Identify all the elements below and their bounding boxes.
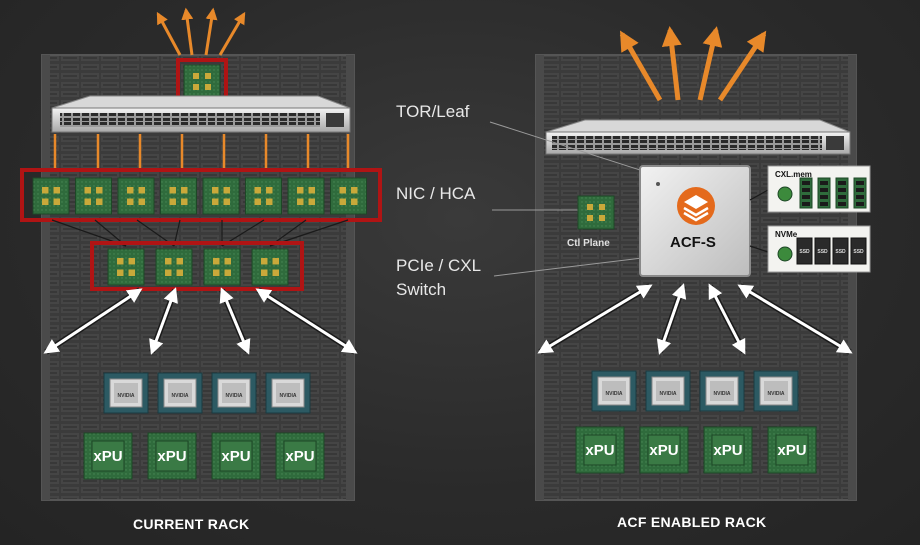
nic-hca-label: NIC / HCA <box>396 184 476 203</box>
right-uplink-arrows <box>619 26 767 102</box>
nic-chip <box>202 177 240 215</box>
nic-chip <box>287 177 325 215</box>
left-nic-links <box>53 134 350 172</box>
svg-text:xPU: xPU <box>93 448 122 465</box>
xpu-chip: xPU <box>147 432 197 480</box>
label-pointer-lines <box>489 121 643 277</box>
right-gpu-row: NVIDIA NVIDIA NVIDIA NVIDIA <box>591 370 799 412</box>
gpu-chip: NVIDIA <box>157 372 203 414</box>
svg-text:NVIDIA: NVIDIA <box>226 393 243 399</box>
pcie-row-highlight <box>90 241 304 291</box>
pcie-switch-chip <box>203 248 241 286</box>
gpu-chip: NVIDIA <box>753 370 799 412</box>
ssd-drive: SSD <box>814 237 831 265</box>
left-tor-switch <box>51 95 351 133</box>
left-xpu-row: xPU xPU xPU xPU <box>83 432 325 480</box>
acf-s-label: ACF-S <box>670 234 716 251</box>
svg-text:xPU: xPU <box>777 442 806 459</box>
nic-chip <box>245 177 282 215</box>
current-rack-caption: CURRENT RACK <box>133 516 250 532</box>
cxl-mem-card <box>767 165 871 213</box>
pcie-chip-row <box>107 248 289 286</box>
svg-text:SSD: SSD <box>799 249 810 255</box>
pcie-switch-chip <box>107 248 145 286</box>
svg-text:xPU: xPU <box>649 442 678 459</box>
svg-text:xPU: xPU <box>285 448 314 465</box>
right-down-arrows <box>537 283 853 355</box>
right-xpu-row: xPU xPU xPU xPU <box>575 426 817 474</box>
svg-text:NVIDIA: NVIDIA <box>280 393 297 399</box>
acf-s-chip <box>639 165 751 277</box>
gpu-chip: NVIDIA <box>645 370 691 412</box>
pcie-cxl-label-line2: Switch <box>396 280 447 299</box>
left-gpu-row: NVIDIA NVIDIA NVIDIA NVIDIA <box>103 372 311 414</box>
dimm-module <box>799 177 813 209</box>
svg-text:NVIDIA: NVIDIA <box>714 391 731 397</box>
acf-rack-caption: ACF ENABLED RACK <box>617 514 767 530</box>
nic-row-highlight <box>20 168 382 222</box>
svg-text:SSD: SSD <box>853 249 864 255</box>
ssd-drive: SSD <box>796 237 813 265</box>
gpu-chip: NVIDIA <box>103 372 149 414</box>
svg-text:xPU: xPU <box>221 448 250 465</box>
gpu-chip: NVIDIA <box>211 372 257 414</box>
gpu-chip: NVIDIA <box>265 372 311 414</box>
left-down-arrows <box>43 287 358 355</box>
svg-text:xPU: xPU <box>585 442 614 459</box>
cxl-mem-label: CXL.mem <box>775 170 812 179</box>
svg-text:SSD: SSD <box>817 249 828 255</box>
dimm-module <box>817 177 831 209</box>
ssd-drive: SSD <box>850 237 867 265</box>
nic-chip <box>160 177 197 215</box>
dimm-module <box>835 177 849 209</box>
nvme-card: SSD SSD SSD SSD <box>767 225 871 273</box>
svg-text:SSD: SSD <box>835 249 846 255</box>
nic-chip <box>32 177 70 215</box>
xpu-chip: xPU <box>275 432 325 480</box>
xpu-chip: xPU <box>575 426 625 474</box>
left-uplink-arrows <box>156 7 246 56</box>
gpu-chip: NVIDIA <box>591 370 637 412</box>
pcie-switch-chip <box>251 248 289 286</box>
svg-text:xPU: xPU <box>713 442 742 459</box>
pcie-switch-chip <box>155 248 193 286</box>
xpu-chip: xPU <box>83 432 133 480</box>
svg-text:NVIDIA: NVIDIA <box>768 391 785 397</box>
ctl-plane-label: Ctl Plane <box>567 238 610 249</box>
xpu-chip: xPU <box>211 432 261 480</box>
ctl-plane-chip <box>577 195 615 230</box>
tor-chip <box>183 64 221 99</box>
svg-text:xPU: xPU <box>157 448 186 465</box>
gpu-chip: NVIDIA <box>699 370 745 412</box>
nic-chip <box>75 177 112 215</box>
nic-chip <box>117 177 155 215</box>
xpu-chip: xPU <box>703 426 753 474</box>
right-tor-switch <box>545 119 851 155</box>
svg-text:NVIDIA: NVIDIA <box>172 393 189 399</box>
acf-mem-links <box>749 189 769 253</box>
xpu-chip: xPU <box>639 426 689 474</box>
tor-leaf-label: TOR/Leaf <box>396 102 470 121</box>
svg-text:NVIDIA: NVIDIA <box>606 391 623 397</box>
ssd-drive: SSD <box>832 237 849 265</box>
pcie-cxl-label-line1: PCIe / CXL <box>396 256 482 275</box>
nvme-label: NVMe <box>775 230 798 239</box>
svg-text:NVIDIA: NVIDIA <box>118 393 135 399</box>
nic-chip-row <box>32 177 367 215</box>
svg-text:NVIDIA: NVIDIA <box>660 391 677 397</box>
nic-chip <box>330 177 367 215</box>
dimm-module <box>853 177 867 209</box>
xpu-chip: xPU <box>767 426 817 474</box>
